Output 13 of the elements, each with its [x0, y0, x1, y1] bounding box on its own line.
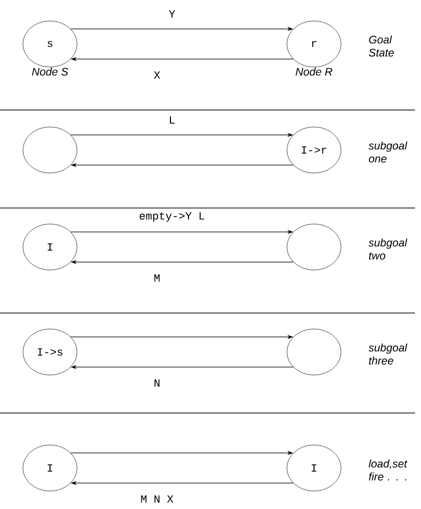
state-ellipse	[286, 224, 342, 270]
state-ellipse	[286, 328, 342, 376]
edge-label: empty->Y L	[138, 211, 206, 223]
node-caption: Node R	[296, 68, 332, 76]
edge-label: L	[168, 115, 176, 125]
edge-label: X	[152, 70, 162, 80]
edge-label: Y	[168, 9, 176, 19]
state-label: subgoal one	[368, 141, 408, 163]
edge-label: M N X	[140, 494, 174, 504]
edge-label: M	[152, 273, 162, 283]
edge-label: N	[152, 378, 162, 388]
node-caption: Node S	[32, 68, 68, 76]
state-ellipse	[22, 126, 78, 174]
